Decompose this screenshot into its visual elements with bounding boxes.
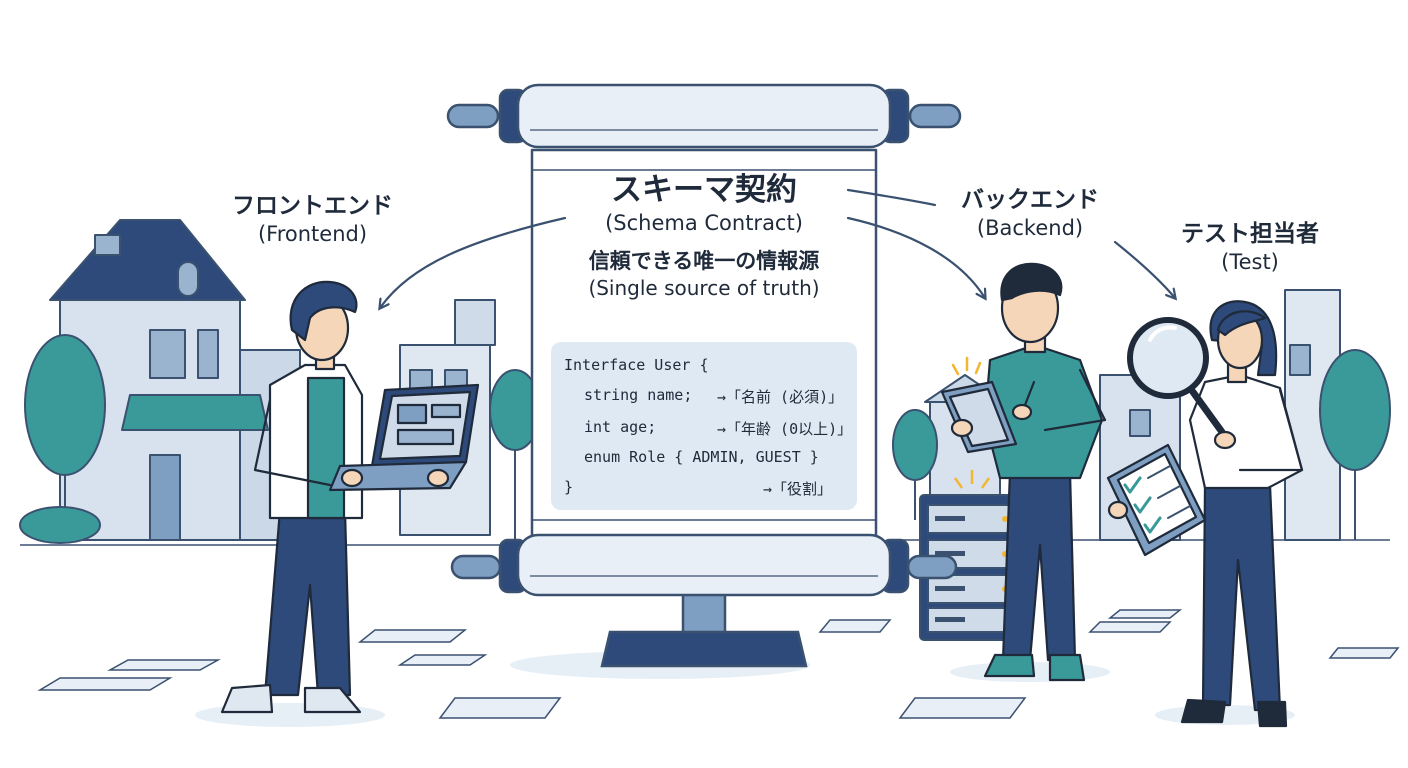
frontend-label: フロントエンド (Frontend)	[205, 192, 420, 247]
right-trees	[892, 349, 1391, 540]
scroll-subtitle-en: (Single source of truth)	[588, 275, 820, 300]
backend-label: バックエンド (Backend)	[935, 186, 1125, 241]
scroll-title-jp: スキーマ契約	[611, 172, 797, 208]
schema-code-block: Interface User { string name; →「名前 (必須)」…	[551, 342, 857, 510]
arrow-to-frontend	[380, 216, 567, 308]
scroll-title-en: (Schema Contract)	[605, 211, 803, 236]
frontend-label-en: (Frontend)	[257, 221, 368, 246]
backend-label-jp: バックエンド	[961, 187, 1099, 213]
code-note-role: →「役割」	[763, 480, 833, 498]
test-label-jp: テスト担当者	[1181, 221, 1319, 247]
frontend-label-jp: フロントエンド	[232, 193, 393, 219]
code-note-age: →「年齢 (0以上)」	[717, 420, 853, 438]
backend-developer-figure	[940, 262, 1107, 682]
arrow-to-backend-line	[846, 188, 937, 207]
scroll-subtitle-jp: 信頼できる唯一の情報源	[588, 248, 820, 273]
schema-scroll	[446, 83, 962, 597]
backend-label-en: (Backend)	[976, 215, 1084, 240]
frontend-developer-figure	[220, 280, 480, 714]
arrow-to-test	[1113, 240, 1175, 298]
code-line-name: string name;	[584, 386, 693, 404]
code-line-close: }	[564, 478, 574, 496]
arrow-to-backend	[846, 216, 985, 298]
code-note-name: →「名前 (必須)」	[717, 388, 844, 406]
test-label-en: (Test)	[1221, 249, 1279, 274]
relation-arrows	[380, 188, 1175, 308]
scroll-heading: スキーマ契約 (Schema Contract) 信頼できる唯一の情報源 (Si…	[548, 172, 860, 302]
left-trees	[19, 334, 541, 544]
code-line-interface: Interface User {	[564, 356, 709, 374]
tester-figure	[1106, 300, 1304, 728]
ground-tiles	[37, 609, 1400, 719]
test-label: テスト担当者 (Test)	[1150, 220, 1350, 275]
code-line-age: int age;	[584, 418, 657, 436]
code-line-role: enum Role { ADMIN, GUEST }	[584, 448, 819, 466]
